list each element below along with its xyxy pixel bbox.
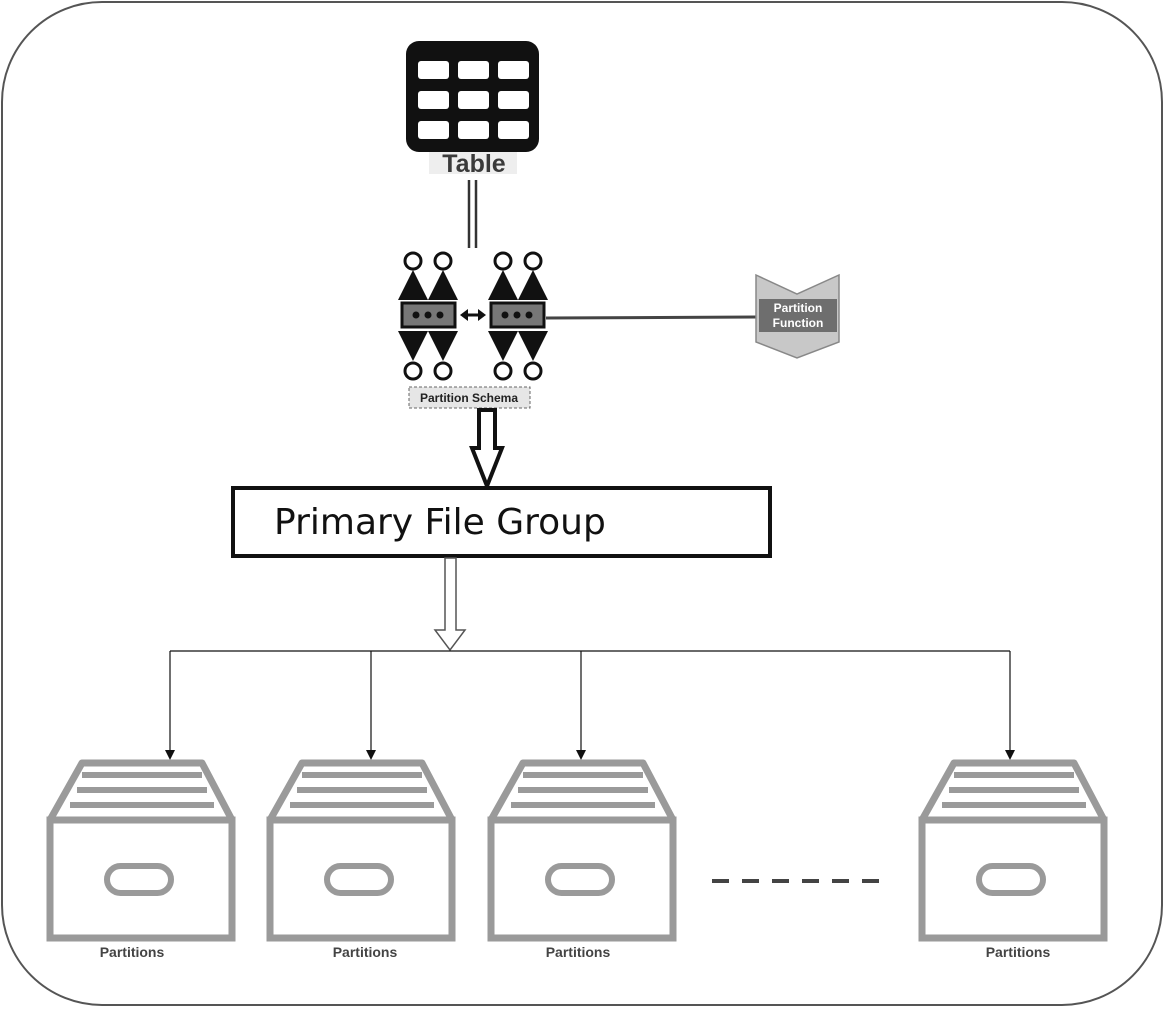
- primary-file-group-label: Primary File Group: [274, 502, 606, 543]
- partition-connectors: [169, 650, 1011, 753]
- table-label: Table: [442, 150, 506, 178]
- partition-function-icon: [755, 273, 840, 359]
- filegroup-to-partitions-arrow: [433, 557, 467, 652]
- function-label-line1: Partition: [774, 301, 823, 315]
- partition-label: Partitions: [546, 944, 611, 960]
- schema-function-connector: [545, 315, 758, 320]
- file-drawer-icon: [270, 763, 452, 938]
- file-drawer-icon: [491, 763, 673, 938]
- partition-label: Partitions: [100, 944, 165, 960]
- schema-to-filegroup-arrow: [469, 408, 505, 492]
- partition-label: Partitions: [986, 944, 1051, 960]
- function-label-line2: Function: [773, 316, 824, 330]
- partition-schema-icon: [398, 251, 548, 381]
- table-grid-icon: [406, 41, 539, 152]
- primary-file-group-box: [231, 486, 772, 558]
- file-drawer-icon: [50, 763, 232, 938]
- schema-label-box: [408, 386, 531, 409]
- schema-label: Partition Schema: [420, 391, 518, 405]
- partition-label: Partitions: [333, 944, 398, 960]
- file-drawer-icon: [922, 763, 1104, 938]
